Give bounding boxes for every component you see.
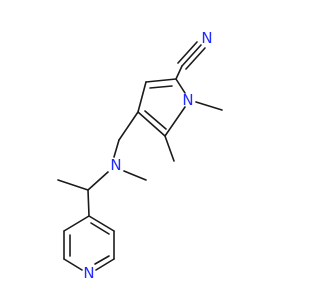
ch-aryl-bond [87,189,90,217]
amine-methyl-bond [123,170,147,181]
pyridine-nitrogen-label: N [83,264,94,282]
ch-methyl-bond [57,179,89,191]
methylene-bond-2 [113,139,120,158]
pyrrole-nitrogen-label: N [182,91,193,109]
structure-svg: N N N N [57,29,223,282]
nitrile-triple-bond [177,41,206,70]
pyrrole-ring [137,65,186,137]
amine-ch-bond [87,171,109,191]
pyridine-ring [63,215,115,271]
n-methyl-bond [195,101,223,111]
amine-nitrogen-label: N [110,156,121,174]
methylene-bond-1 [118,111,139,141]
c-methyl-bond [164,135,175,162]
molecule-diagram: N N N N [57,29,223,282]
nitrile-nitrogen-label: N [201,29,212,47]
